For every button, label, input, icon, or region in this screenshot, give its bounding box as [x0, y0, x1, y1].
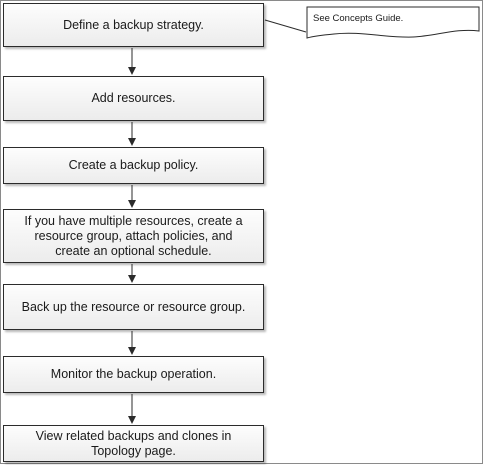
step-label: Create a backup policy. — [68, 158, 199, 172]
note-connector — [264, 19, 307, 33]
step-label: Define a backup strategy. — [63, 17, 204, 32]
step-label: Monitor the backup operation. — [50, 367, 217, 381]
note-text: See Concepts Guide. — [313, 13, 404, 24]
step-define-backup-strategy: Define a backup strategy. — [3, 3, 264, 47]
note-outline — [306, 6, 480, 39]
step-create-resource-group: If you have multiple resources, create a… — [3, 209, 264, 263]
step-create-backup-policy: Create a backup policy. — [3, 147, 264, 184]
step-label: Add resources. — [91, 91, 176, 105]
step-label: View related backups and clones in Topol… — [35, 428, 232, 458]
step-label: Back up the resource or resource group. — [21, 299, 246, 314]
step-view-backups-clones: View related backups and clones in Topol… — [3, 425, 264, 462]
step-add-resources: Add resources. — [3, 76, 264, 121]
step-label: If you have multiple resources, create a… — [24, 213, 243, 258]
step-back-up-resource: Back up the resource or resource group. — [3, 284, 264, 330]
step-monitor-backup: Monitor the backup operation. — [3, 356, 264, 393]
